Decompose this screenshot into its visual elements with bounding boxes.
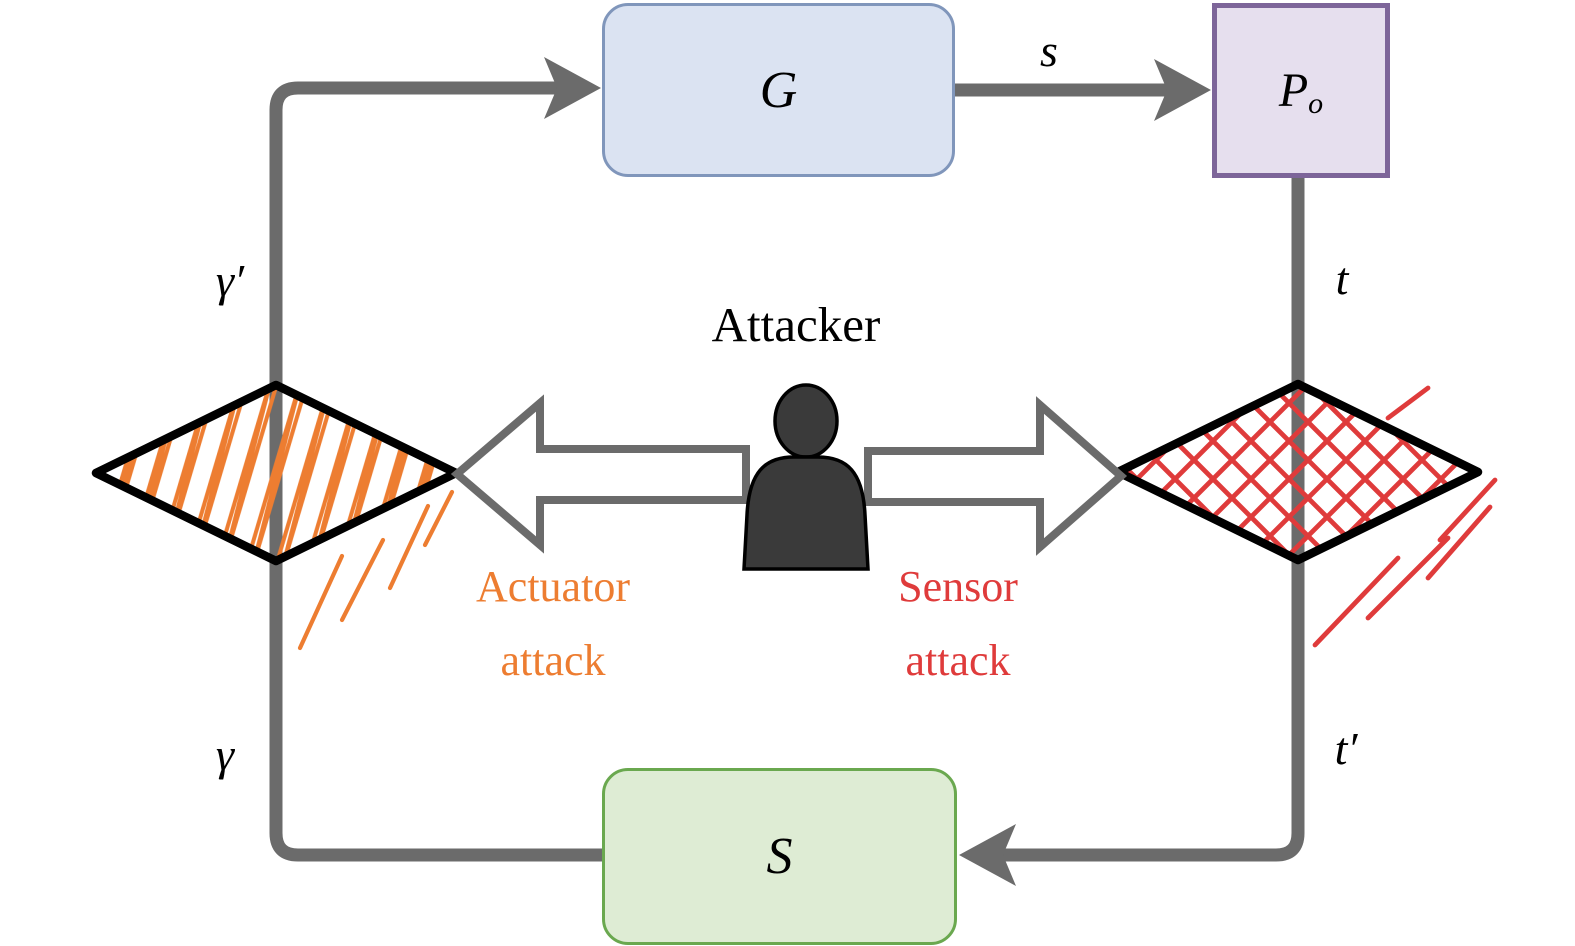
sensor-attack-label: Sensor attack bbox=[898, 562, 1018, 685]
arrowheads bbox=[544, 57, 1211, 886]
attacker-person-icon bbox=[742, 383, 870, 571]
block-g: G bbox=[602, 3, 955, 177]
signal-label-t-prime: t′ bbox=[1334, 723, 1358, 774]
arrowhead-into-po-icon bbox=[1154, 59, 1211, 121]
sensor-attack-diamond bbox=[1113, 379, 1498, 648]
block-s: S bbox=[602, 768, 957, 945]
block-s-label: S bbox=[766, 828, 793, 885]
block-po-label-subscript: o bbox=[1308, 86, 1324, 120]
arrowhead-into-g-icon bbox=[544, 57, 601, 119]
block-g-label: G bbox=[759, 61, 798, 119]
loop-line-right bbox=[1003, 175, 1305, 862]
signal-label-t: t bbox=[1335, 253, 1349, 304]
signal-label-gamma: γ bbox=[215, 729, 235, 780]
attack-arrows bbox=[450, 394, 1128, 556]
actuator-attack-label: Actuator attack bbox=[476, 562, 630, 685]
sensor-attack-arrow-icon bbox=[864, 396, 1128, 556]
sensor-hatch-stray-strokes bbox=[1312, 385, 1498, 648]
signal-label-gamma-prime: γ′ bbox=[215, 255, 245, 306]
block-po-label: P bbox=[1278, 64, 1309, 117]
actuator-attack-arrow-icon bbox=[450, 394, 750, 554]
signal-label-s: s bbox=[1040, 25, 1058, 76]
attacker-label: Attacker bbox=[711, 297, 881, 352]
arrowhead-into-s-icon bbox=[959, 824, 1016, 886]
actuator-hatch-stray-strokes bbox=[297, 489, 455, 651]
